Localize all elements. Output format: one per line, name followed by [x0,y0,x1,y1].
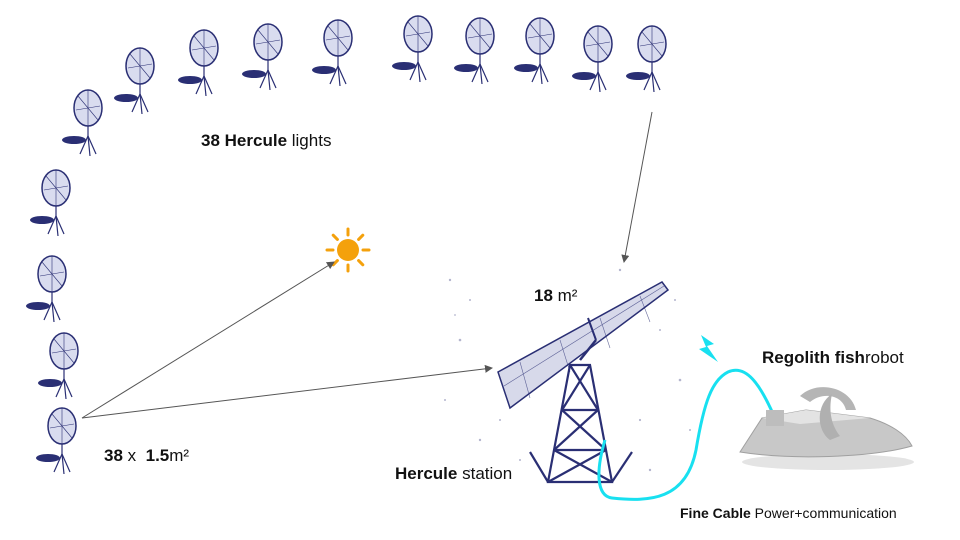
lights-suffix: lights [287,131,332,150]
sun-icon [325,227,371,273]
panel-area-value: 18 [534,286,553,305]
hercule-light [29,169,71,237]
hercule-light [453,17,495,85]
cable-name: Fine Cable [680,505,751,521]
panel-area-label: 18 m² [534,286,577,306]
arrow-to-sun [81,261,335,419]
hercule-light [61,89,103,157]
hercule-light [625,25,667,93]
cable-suffix: Power+communication [750,505,897,521]
arrow-light-to-panel [621,111,653,263]
hercule-light [513,17,555,85]
lightning-bolt-icon [699,335,718,362]
hercule-light [113,47,155,115]
hercule-light [25,255,67,323]
hercule-light [311,19,353,87]
solar-panel [497,281,670,410]
hercule-light [35,407,77,475]
area-value: 1.5 [145,446,170,465]
lights-count: 38 [201,131,220,150]
hercule-station [444,268,691,484]
fine-cable [597,368,776,501]
lights-name: Hercule [224,131,288,150]
area-count: 38 [104,446,123,465]
hercule-light [241,23,283,91]
station-name: Hercule [395,464,458,483]
area-unit: m² [169,446,190,465]
robot-name: Regolith fish [762,348,865,367]
hercule-light [37,332,79,400]
station-mast [529,363,633,484]
lights-label: 38 Hercule lights [201,131,331,151]
regolith-fish-robot [739,387,914,470]
panel-area-unit: m² [552,286,578,305]
hercule-light [177,29,219,97]
arrow-to-station [81,364,493,419]
hercule-light [391,15,433,83]
hercule-light [571,25,613,93]
area-label: 38 x 1.5m² [104,446,189,466]
area-times: x [122,446,141,465]
cable-label: Fine Cable Power+communication [680,505,897,521]
robot-label: Regolith fishrobot [762,348,904,368]
station-label: Hercule station [395,464,512,484]
station-suffix: station [457,464,513,483]
robot-suffix: robot [864,348,904,367]
regolith-scatter [444,268,691,481]
